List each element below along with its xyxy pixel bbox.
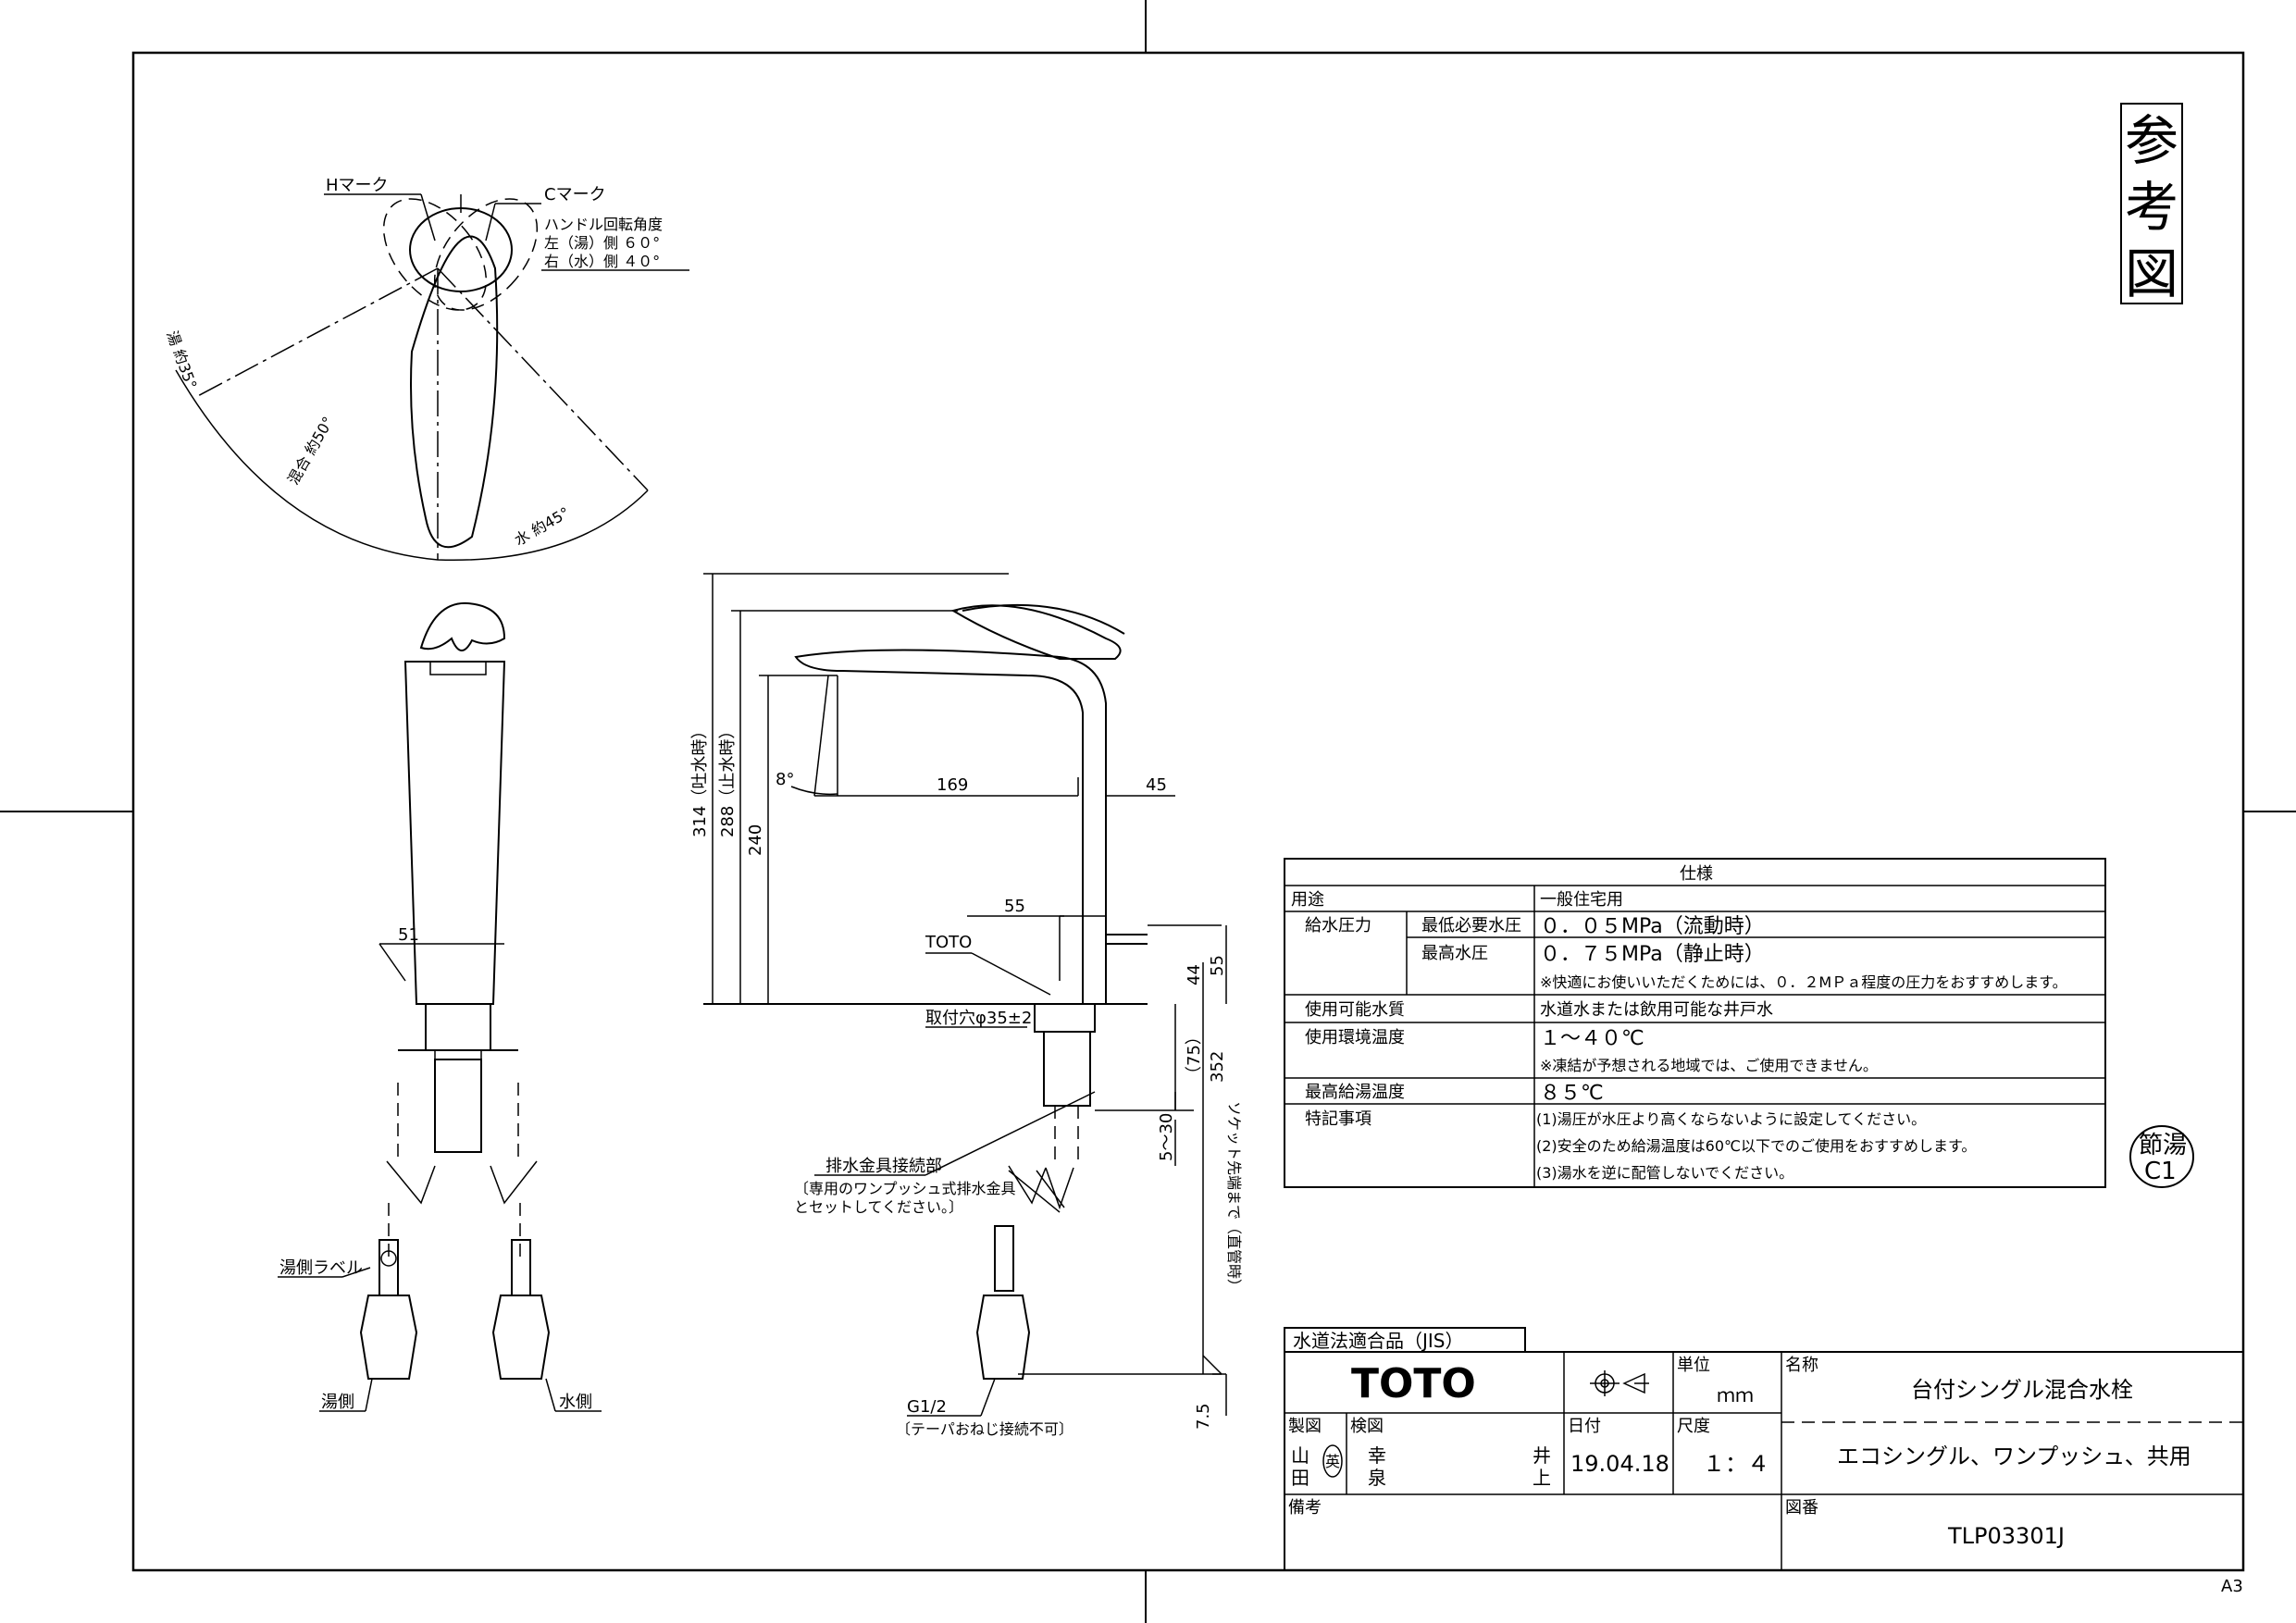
drain-note-2: とセットしてください。〕 bbox=[794, 1198, 963, 1216]
check-label: 検図 bbox=[1350, 1417, 1384, 1436]
check-name-left-2: 泉 bbox=[1368, 1467, 1386, 1489]
spec-row-notes-label: 特記事項 bbox=[1305, 1109, 1371, 1129]
spec-row-envtemp-label: 使用環境温度 bbox=[1305, 1028, 1405, 1047]
rotation-title: ハンドル回転角度 bbox=[544, 216, 663, 233]
made-label: 製図 bbox=[1288, 1417, 1322, 1436]
scale-value: １：４ bbox=[1703, 1451, 1769, 1477]
spec-row-water-label: 使用可能水質 bbox=[1305, 1000, 1405, 1020]
remarks-label: 備考 bbox=[1288, 1498, 1322, 1518]
unit-value: ｍｍ bbox=[1717, 1384, 1754, 1406]
dim-352: 352 bbox=[1208, 1051, 1227, 1083]
g-thread: G1/2 bbox=[907, 1397, 947, 1417]
g-note: 〔テーパおねじ接続不可〕 bbox=[896, 1420, 1074, 1438]
name-label: 名称 bbox=[1785, 1356, 1818, 1375]
socket-note: ソケット先端まで（直管時） bbox=[1225, 1101, 1243, 1294]
c-mark-label: Cマーク bbox=[544, 185, 606, 204]
stamp-char-3: 図 bbox=[2125, 242, 2178, 305]
spec-row-envtemp-note: ※凍結が予想される地域では、ご使用できません。 bbox=[1540, 1057, 1878, 1074]
spec-row-notes-2: (2)安全のため給湯温度は60℃以下でのご使用をおすすめします。 bbox=[1536, 1137, 1976, 1155]
made-name-2: 田 bbox=[1291, 1467, 1309, 1489]
top-view bbox=[175, 193, 689, 562]
h-mark-label: Hマーク bbox=[326, 176, 389, 195]
brand-logo: TOTO bbox=[1351, 1360, 1476, 1407]
paper-size: A3 bbox=[2221, 1577, 2243, 1596]
angle-mix-label: 混合 約50° bbox=[284, 414, 337, 488]
spec-row-maxpressure-value: ０．７５MPa（静止時） bbox=[1540, 943, 1765, 966]
spec-title: 仕様 bbox=[1680, 864, 1713, 884]
spec-row-maxpressure-note: ※快適にお使いいただくためには、０．２MＰａ程度の圧力をおすすめします。 bbox=[1540, 973, 2067, 991]
drain-title: 排水金具接続部 bbox=[825, 1157, 942, 1176]
spec-row-pressure-label: 給水圧力 bbox=[1305, 916, 1371, 935]
rotation-right: 右（水）側 ４０° bbox=[544, 253, 660, 270]
dim-169: 169 bbox=[937, 775, 968, 795]
spec-row-maxtemp-label: 最高給湯温度 bbox=[1305, 1083, 1405, 1102]
dim-55-top: 55 bbox=[1004, 897, 1025, 916]
dim-51: 51 bbox=[398, 925, 419, 945]
dim-7-5: 7.5 bbox=[1194, 1403, 1213, 1430]
made-seal: 英 bbox=[1325, 1453, 1340, 1470]
spec-table bbox=[1284, 858, 2106, 1188]
side-view bbox=[703, 573, 1227, 1417]
spec-row-usage-value: 一般住宅用 bbox=[1540, 890, 1623, 910]
dim-75: （75） bbox=[1185, 1028, 1204, 1083]
energy-stamp bbox=[2129, 1125, 2194, 1188]
made-name-1: 山 bbox=[1291, 1444, 1309, 1467]
drawing-no-label: 図番 bbox=[1785, 1498, 1818, 1518]
dim-45: 45 bbox=[1146, 775, 1167, 795]
spec-row-envtemp-value: １～４０℃ bbox=[1540, 1027, 1644, 1050]
stamp-char-1: 参 bbox=[2125, 109, 2178, 172]
jis-label: 水道法適合品（JIS） bbox=[1293, 1330, 1464, 1352]
check-name-right-2: 上 bbox=[1533, 1467, 1551, 1489]
unit-label: 単位 bbox=[1677, 1356, 1710, 1375]
hole-dim: 取付穴φ35±2 bbox=[925, 1009, 1032, 1028]
energy-stamp-line2: C1 bbox=[2144, 1158, 2177, 1185]
energy-stamp-line1: 節湯 bbox=[2139, 1132, 2187, 1159]
spec-row-maxpressure-label: 最高水圧 bbox=[1421, 944, 1488, 963]
projection-symbol-icon bbox=[1590, 1370, 1649, 1396]
reference-stamp: 参 考 図 bbox=[2120, 103, 2183, 305]
dim-44: 44 bbox=[1185, 964, 1204, 985]
dim-288: 288（止水時） bbox=[718, 723, 738, 837]
dim-314: 314（吐水時） bbox=[690, 723, 710, 837]
features-text: エコシングル、ワンプッシュ、共用 bbox=[1837, 1443, 2191, 1469]
spec-row-minpressure-label: 最低必要水圧 bbox=[1421, 916, 1521, 935]
stamp-char-2: 考 bbox=[2125, 176, 2178, 239]
toto-mark: TOTO bbox=[925, 933, 972, 952]
date-value: 19.04.18 bbox=[1570, 1451, 1669, 1477]
rotation-left: 左（湯）側 ６０° bbox=[544, 234, 660, 252]
dim-55-right: 55 bbox=[1208, 955, 1227, 976]
hot-label-text: 湯側ラベル bbox=[279, 1258, 363, 1278]
product-name: 台付シングル混合水栓 bbox=[1911, 1377, 2133, 1403]
title-block bbox=[1284, 1327, 2244, 1571]
drawing-no: TLP03301J bbox=[1947, 1523, 2065, 1549]
spec-row-maxtemp-value: ８５℃ bbox=[1540, 1082, 1604, 1105]
check-name-left-1: 幸 bbox=[1368, 1444, 1386, 1467]
scale-label: 尺度 bbox=[1677, 1417, 1710, 1436]
dim-240: 240 bbox=[746, 824, 765, 856]
front-view bbox=[278, 601, 602, 1412]
date-label: 日付 bbox=[1568, 1417, 1601, 1436]
dim-5-30: 5～30 bbox=[1157, 1113, 1176, 1161]
hot-side-text: 湯側 bbox=[321, 1393, 354, 1412]
spec-row-minpressure-value: ０．０５MPa（流動時） bbox=[1540, 915, 1765, 938]
spec-row-notes-3: (3)湯水を逆に配管しないでください。 bbox=[1536, 1164, 1793, 1182]
cold-side-text: 水側 bbox=[559, 1393, 592, 1412]
drain-note-1: 〔専用のワンプッシュ式排水金具 bbox=[794, 1180, 1016, 1197]
spec-row-water-value: 水道水または飲用可能な井戸水 bbox=[1540, 1000, 1773, 1020]
angle-8: 8° bbox=[776, 770, 794, 789]
angle-hot-label: 湯 約35° bbox=[163, 328, 200, 391]
check-name-right-1: 井 bbox=[1533, 1444, 1551, 1467]
spec-row-usage-label: 用途 bbox=[1291, 890, 1324, 910]
spec-row-notes-1: (1)湯圧が水圧より高くならないように設定してください。 bbox=[1536, 1110, 1926, 1128]
